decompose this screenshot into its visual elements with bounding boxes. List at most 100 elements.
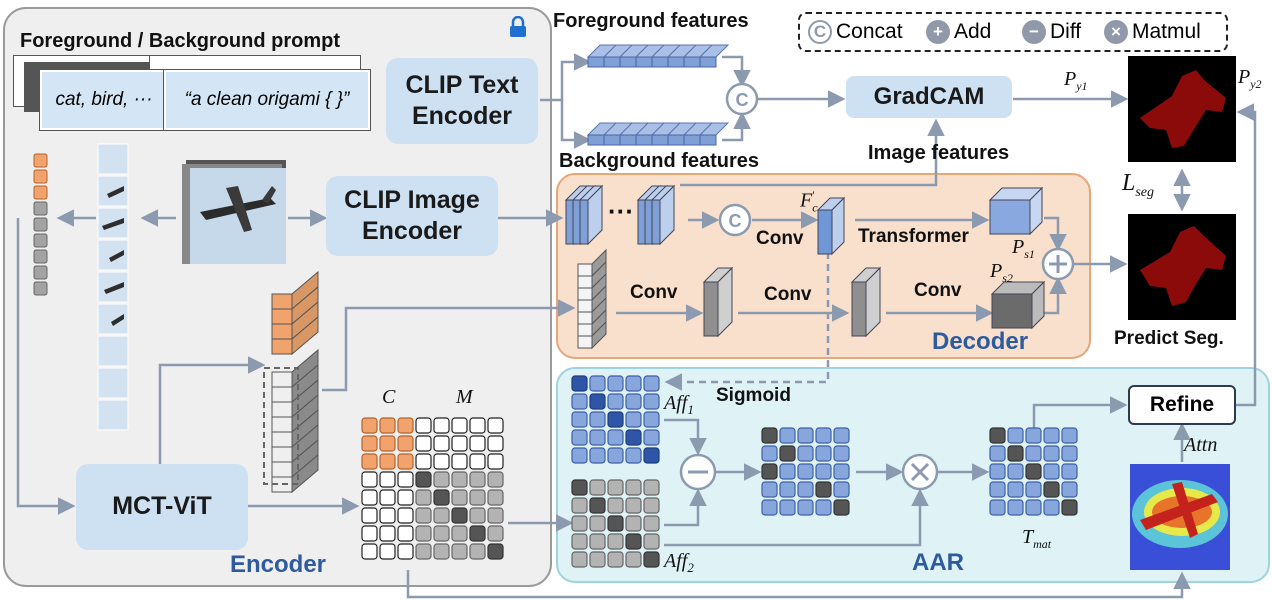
aff1-grid-cell [571, 429, 588, 446]
attention-matrix-cell [433, 471, 450, 488]
aff2-grid-cell [643, 515, 660, 532]
attention-matrix-cell [397, 471, 414, 488]
attention-matrix-cell [379, 417, 396, 434]
feature-token [603, 134, 621, 146]
ps2-feature [990, 280, 1046, 330]
attention-matrix-cell [487, 435, 504, 452]
feature-token [619, 134, 637, 146]
attention-matrix [361, 417, 504, 560]
aff1-grid-cell [607, 411, 624, 428]
image-patch [97, 399, 129, 431]
patch-token [33, 217, 48, 232]
diff-grid-cell [761, 445, 778, 462]
tmat-grid-cell [1007, 481, 1024, 498]
token-side [291, 453, 319, 494]
ps1-symbol: P [1012, 236, 1025, 258]
ps1-label: Ps1 [1012, 236, 1035, 262]
foreground-features-label: Foreground features [553, 10, 749, 32]
patch-airplane-part [109, 250, 124, 262]
decoder-gray-stack [577, 248, 607, 350]
gray-token [577, 311, 593, 325]
tmat-grid-cell [989, 427, 1006, 444]
lseg-subscript: seg [1135, 184, 1155, 200]
aff2-grid-cell [625, 479, 642, 496]
feature-token [667, 134, 685, 146]
aff2-label: Aff2 [664, 550, 694, 576]
decoder-conv-2: Conv [630, 282, 678, 303]
tmat-grid-cell [1025, 481, 1042, 498]
diff-grid-cell [833, 427, 850, 444]
svg-text:C: C [729, 211, 742, 231]
diff-grid-cell [833, 499, 850, 516]
matrix-m-label: M [456, 386, 473, 408]
attention-matrix-cell [451, 507, 468, 524]
tmat-subscript: mat [1033, 537, 1052, 551]
matrix-c-label: C [382, 386, 396, 408]
attention-matrix-cell [451, 435, 468, 452]
attention-matrix-cell [415, 471, 432, 488]
tmat-grid-cell [1061, 463, 1078, 480]
patch-token [33, 281, 48, 296]
attention-matrix-cell [451, 543, 468, 560]
decoder-conv-4: Conv [914, 280, 962, 301]
attention-matrix-cell [451, 417, 468, 434]
tmat-grid-cell [1043, 499, 1060, 516]
aff1-grid-cell [625, 375, 642, 392]
lock-icon [510, 16, 526, 37]
patch-token [33, 233, 48, 248]
feature-token [699, 134, 717, 146]
image-feature-slab [650, 184, 676, 246]
decoder-label: Decoder [932, 328, 1029, 355]
attention-matrix-cell [397, 525, 414, 542]
diff-op [679, 453, 717, 491]
tmat-grid-cell [1043, 463, 1060, 480]
attention-matrix-cell [451, 453, 468, 470]
attention-matrix-cell [469, 489, 486, 506]
feature-token [603, 56, 621, 68]
tmat-grid-cell [1007, 463, 1024, 480]
image-feature-slab [578, 184, 604, 246]
diff-grid-cell [797, 427, 814, 444]
aff2-grid-cell [625, 497, 642, 514]
attention-matrix-cell [433, 489, 450, 506]
aff2-grid-cell [607, 533, 624, 550]
gray-token-side [591, 320, 607, 350]
gray-token [577, 335, 593, 349]
decoder-conv-1: Conv [756, 228, 804, 249]
token-side [291, 315, 319, 356]
patch-token [271, 386, 293, 403]
attention-matrix-cell [487, 507, 504, 524]
aff2-grid-cell [643, 533, 660, 550]
attention-matrix-cell [415, 543, 432, 560]
aff1-grid-cell [607, 393, 624, 410]
legend-concat-label: Concat [836, 20, 903, 43]
attention-matrix-cell [451, 471, 468, 488]
attention-matrix-cell [433, 543, 450, 560]
aff1-grid-cell [589, 393, 606, 410]
aar-label: AAR [912, 549, 964, 576]
legend-diff-label: Diff [1050, 20, 1082, 43]
background-feature-bar [586, 122, 730, 146]
aff2-grid-cell [625, 533, 642, 550]
aff2-grid-cell [607, 551, 624, 568]
diff-grid-cell [797, 445, 814, 462]
patch-token [271, 371, 293, 388]
attention-matrix-cell [469, 507, 486, 524]
legend-matmul-label: Matmul [1132, 20, 1201, 43]
attention-matrix-cell [361, 471, 378, 488]
conv-feature-2 [850, 266, 882, 338]
attention-matrix-cell [433, 417, 450, 434]
tmat-grid-cell [1007, 499, 1024, 516]
aff1-grid-cell [589, 375, 606, 392]
class-token [33, 169, 48, 184]
diff-grid-cell [779, 463, 796, 480]
feature-token [683, 56, 701, 68]
image-patch [97, 367, 129, 399]
encoder-label: Encoder [230, 551, 327, 578]
diff-grid-cell [779, 499, 796, 516]
aff1-grid-cell [571, 447, 588, 464]
aff2-grid-cell [571, 479, 588, 496]
tmat-grid-cell [1007, 427, 1024, 444]
